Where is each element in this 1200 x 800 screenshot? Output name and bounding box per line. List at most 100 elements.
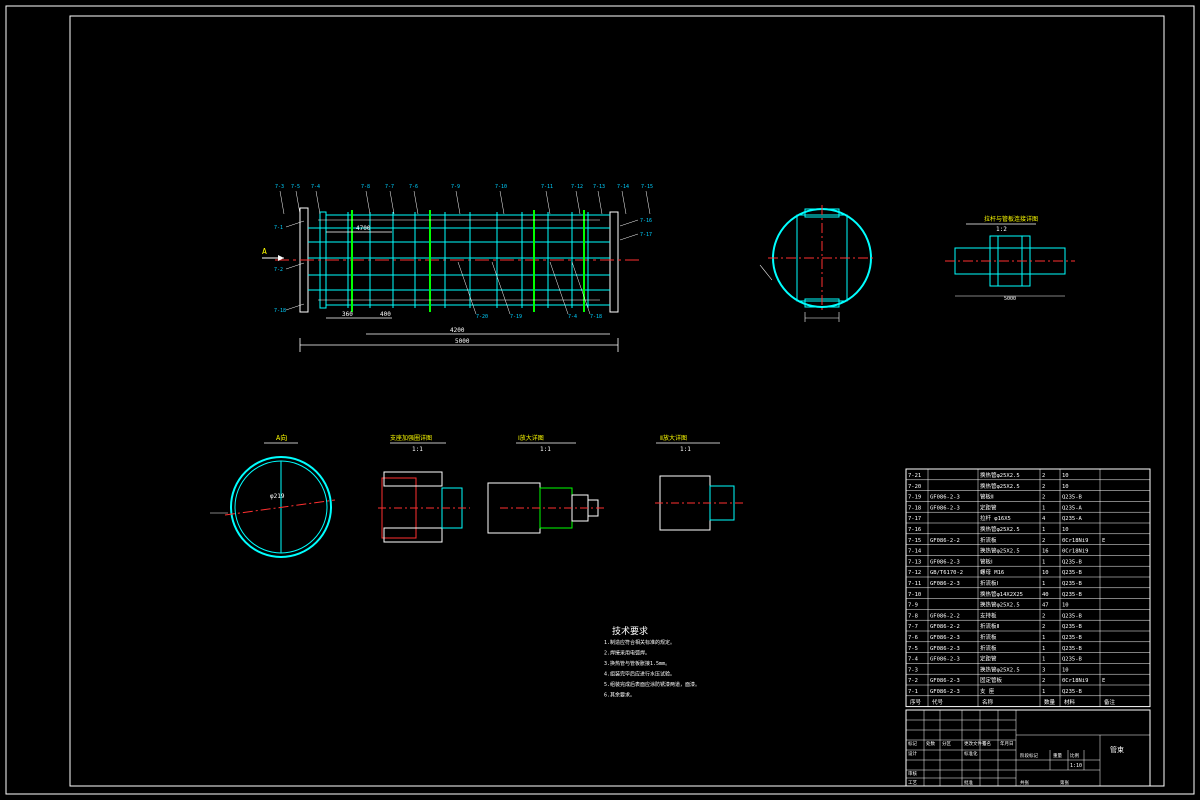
callout-top-label: 7-11 bbox=[541, 184, 553, 190]
bom-cell-qty: 1 bbox=[1042, 527, 1045, 533]
title-block-cell: 处数 bbox=[926, 740, 935, 747]
bom-cell-name: 折流板Ⅰ bbox=[980, 579, 999, 587]
main-tube-bundle-view: A bbox=[262, 207, 640, 313]
bom-cell-no: 7-2 bbox=[908, 678, 918, 684]
bom-cell-no: 7-4 bbox=[908, 657, 919, 663]
title-block-cell: 工艺 bbox=[908, 780, 917, 786]
bom-cell-qty: 2 bbox=[1042, 538, 1045, 544]
bom-cell-name: 换热管φ25X2.5 bbox=[980, 525, 1020, 533]
dim-span: 4200 bbox=[450, 327, 465, 334]
a-view-title: A向 bbox=[276, 433, 287, 442]
title-block-cell: 标准化 bbox=[964, 750, 978, 757]
bom-cell-qty: 1 bbox=[1042, 657, 1045, 663]
callout-top-label: 7-7 bbox=[385, 184, 394, 190]
tech-req-item: 2.焊接采用电弧焊。 bbox=[604, 650, 650, 657]
bom-cell-code: GF086-2-3 bbox=[930, 678, 960, 684]
bom-cell-note: E bbox=[1102, 538, 1105, 544]
bom-cell-qty: 1 bbox=[1042, 635, 1045, 641]
title-block-cell: 阶段标记 bbox=[1020, 752, 1038, 759]
callout-left-label: 7-2 bbox=[274, 267, 283, 273]
callout-leader bbox=[645, 190, 651, 215]
title-block-cell: 重量 bbox=[1053, 752, 1062, 759]
title-block-cell: 比例 bbox=[1070, 752, 1079, 759]
callout-right-label: 7-17 bbox=[640, 232, 652, 238]
dim-overall: 5000 bbox=[455, 338, 470, 345]
bom-header-note: 备注 bbox=[1104, 698, 1116, 706]
bom-cell-no: 7-16 bbox=[908, 527, 921, 533]
callout-leader bbox=[285, 303, 305, 311]
side-detail-title: 拉杆与管板连接详图 bbox=[984, 215, 1038, 223]
callout-top-label: 7-15 bbox=[641, 184, 653, 190]
bom-cell-no: 7-20 bbox=[908, 484, 921, 490]
title-block-cell: 共张 bbox=[1020, 779, 1029, 786]
callout-leader bbox=[389, 190, 395, 215]
bom-cell-no: 7-3 bbox=[908, 667, 918, 673]
bom-cell-mat: 10 bbox=[1062, 484, 1069, 490]
bom-cell-no: 7-14 bbox=[908, 549, 922, 555]
bom-cell-qty: 16 bbox=[1042, 549, 1049, 555]
bom-cell-no: 7-8 bbox=[908, 613, 918, 619]
bom-cell-name: 定距管 bbox=[980, 503, 997, 511]
bom-cell-no: 7-6 bbox=[908, 635, 918, 641]
bom-cell-note: E bbox=[1102, 678, 1105, 684]
bom-cell-no: 7-18 bbox=[908, 505, 921, 511]
callout-top-label: 7-10 bbox=[495, 184, 507, 190]
bom-cell-qty: 1 bbox=[1042, 646, 1045, 652]
bom-cell-name: 折流板 bbox=[980, 644, 997, 652]
bom-cell-no: 7-7 bbox=[908, 624, 918, 630]
bom-cell-code: GF086-2-3 bbox=[930, 657, 960, 663]
callout-bottom-label: 7-20 bbox=[476, 314, 488, 320]
callout-top-label: 7-6 bbox=[409, 184, 418, 190]
bom-cell-no: 7-13 bbox=[908, 559, 921, 565]
bom-cell-code: GF086-2-3 bbox=[930, 635, 960, 641]
bom-cell-qty: 2 bbox=[1042, 473, 1045, 479]
bom-cell-no: 7-12 bbox=[908, 570, 921, 576]
bom-cell-no: 7-19 bbox=[908, 495, 921, 501]
bom-cell-no: 7-9 bbox=[908, 603, 918, 609]
callout-top-label: 7-3 bbox=[275, 184, 284, 190]
callout-leader bbox=[549, 261, 569, 315]
bom-cell-mat: Q235-B bbox=[1062, 570, 1083, 576]
callout-leader bbox=[279, 190, 285, 215]
detail-3-scale: 1:1 bbox=[680, 446, 691, 453]
bom-cell-mat: Q235-B bbox=[1062, 559, 1083, 565]
tech-req-item: 6.其余要求。 bbox=[604, 692, 635, 699]
bom-cell-name: 支 座 bbox=[980, 687, 995, 695]
bom-header-qty: 数量 bbox=[1044, 698, 1056, 706]
bom-cell-name: 支持板 bbox=[980, 611, 997, 619]
tech-req-item: 3.换热管与管板胀接1.5mm。 bbox=[604, 660, 670, 667]
bom-cell-mat: Q235-A bbox=[1062, 505, 1083, 511]
bom-cell-no: 7-11 bbox=[908, 581, 921, 587]
bom-header-name: 名称 bbox=[982, 698, 994, 706]
detail-2: Ⅰ放大详图 1:1 bbox=[487, 434, 605, 534]
bom-cell-mat: 10 bbox=[1062, 603, 1069, 609]
callout-bottom-label: 7-18 bbox=[590, 314, 602, 320]
callout-top-label: 7-4 bbox=[311, 184, 320, 190]
bom-cell-qty: 2 bbox=[1042, 613, 1045, 619]
detail-3-title: Ⅱ放大详图 bbox=[660, 434, 687, 442]
main-dimensions bbox=[299, 231, 619, 352]
callout-leader bbox=[619, 233, 639, 241]
title-block-cell: 签名 bbox=[982, 740, 991, 747]
bom-cell-name: 换热管φ25X2.5 bbox=[980, 665, 1020, 673]
bom-cell-qty: 2 bbox=[1042, 495, 1045, 501]
bom-cell-code: GB/T6170-2 bbox=[930, 570, 963, 576]
bom-cell-no: 7-5 bbox=[908, 646, 918, 652]
bom-cell-code: GF086-2-3 bbox=[930, 646, 960, 652]
bom-cell-mat: Q235-A bbox=[1062, 516, 1083, 522]
callout-leader bbox=[621, 190, 627, 215]
detail-3: Ⅱ放大详图 1:1 bbox=[655, 434, 745, 531]
callout-top-label: 7-5 bbox=[291, 184, 300, 190]
bom-cell-mat: Q235-B bbox=[1062, 581, 1083, 587]
dim-seg-b: 400 bbox=[380, 311, 391, 318]
bom-cell-qty: 47 bbox=[1042, 603, 1049, 609]
bom-cell-name: 拉杆 φ16X5 bbox=[980, 514, 1011, 522]
bom-cell-qty: 1 bbox=[1042, 559, 1045, 565]
bom-header-code: 代号 bbox=[932, 698, 944, 706]
dim-seg-a: 360 bbox=[342, 311, 353, 318]
side-detail-view: 拉杆与管板连接详图 1:2 5000 bbox=[945, 215, 1075, 302]
